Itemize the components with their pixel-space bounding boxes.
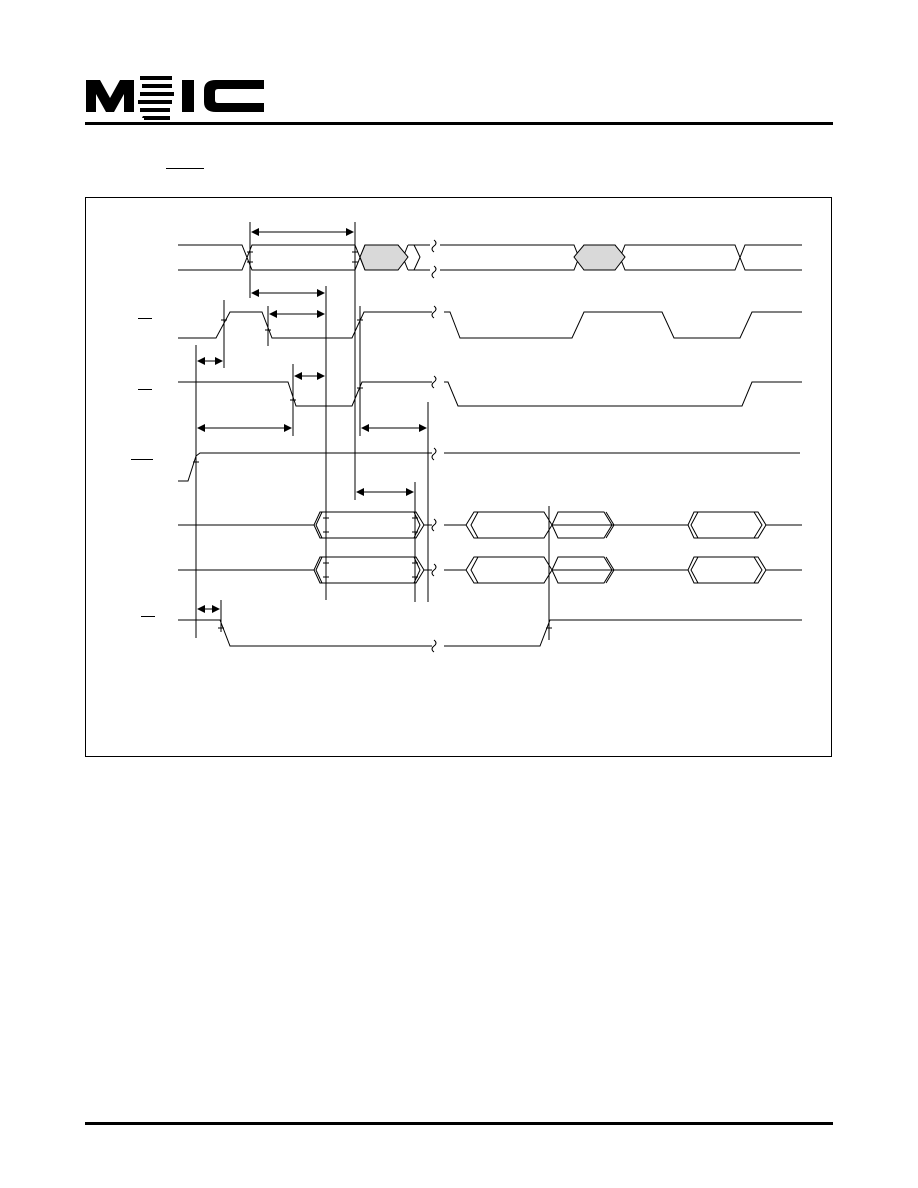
transition-ticks <box>193 251 552 629</box>
signal-2-overbar <box>138 389 152 390</box>
signal-3-overbar <box>131 459 153 460</box>
signal-3-waveform <box>178 452 800 482</box>
timing-arrows <box>197 228 427 613</box>
data-bus-2-waveform <box>178 556 802 584</box>
signal-1-overbar <box>138 318 152 319</box>
break-marks <box>431 239 437 653</box>
signal-6-waveform <box>178 619 802 647</box>
footer-rule <box>85 1122 833 1125</box>
mxic-logo <box>86 76 264 120</box>
reference-lines <box>195 222 550 640</box>
address-bus-waveform <box>178 244 802 271</box>
data-bus-1-waveform <box>178 511 802 539</box>
overbar-mark <box>166 168 204 169</box>
timing-diagram-frame <box>85 197 832 757</box>
signal-2-waveform <box>178 381 802 407</box>
signal-1-waveform <box>178 311 802 339</box>
header-rule <box>85 122 833 125</box>
signal-6-overbar <box>141 616 155 617</box>
